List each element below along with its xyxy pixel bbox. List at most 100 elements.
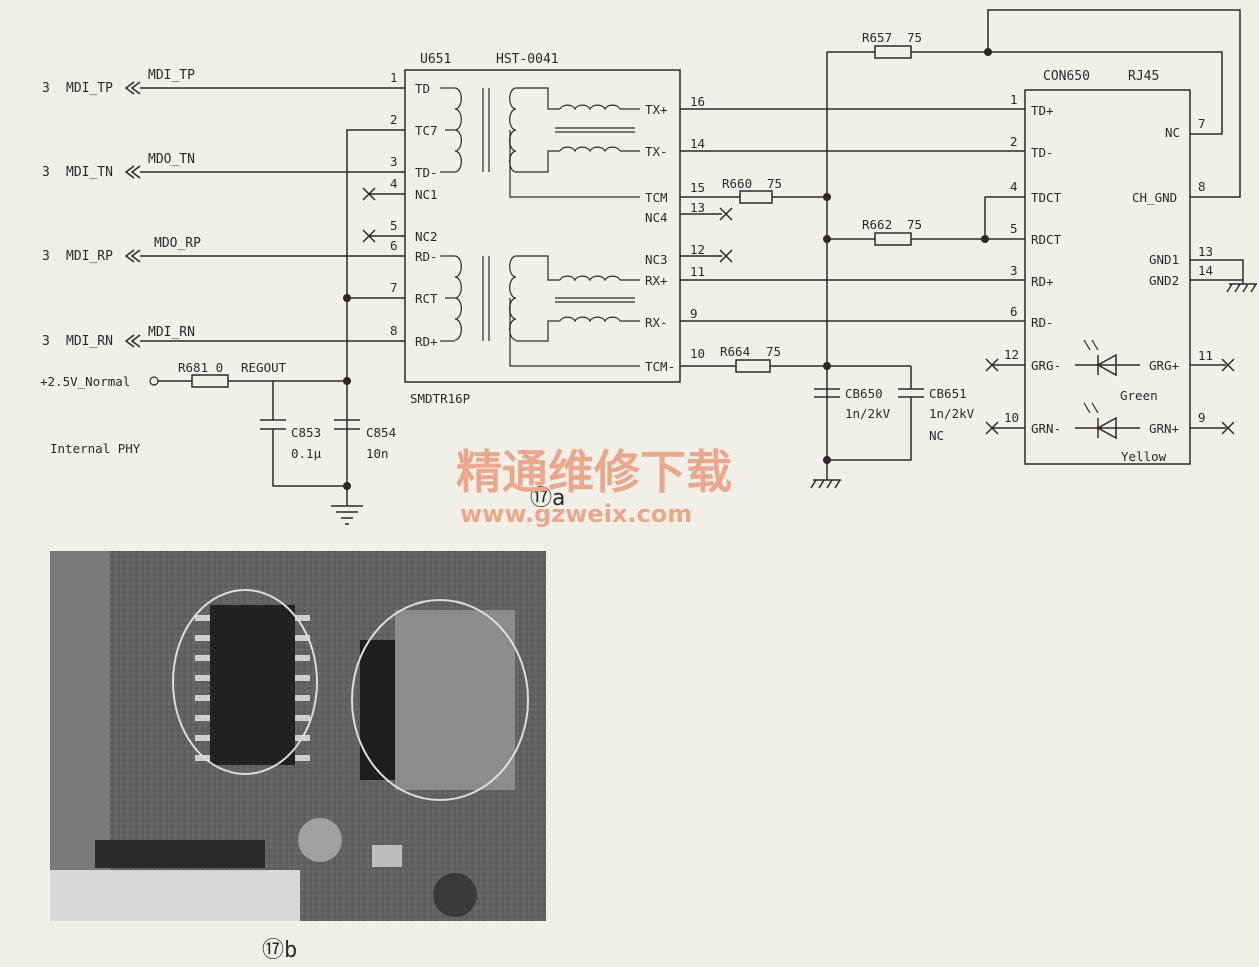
transformer-chip [210,605,295,765]
port-label: MDI_RN [66,334,113,349]
svg-text:TD-: TD- [415,165,438,180]
component-package: SMDTR16P [410,391,470,406]
port-label: MDI_RP [66,249,113,264]
yellow-led-icon [1075,402,1140,440]
figure-label-b: ⑰b [262,938,297,963]
svg-text:R660: R660 [722,176,752,191]
port-arrow-icon [124,249,141,263]
power-terminal-icon [149,376,159,386]
bias-network: C853 0.1μ C854 10n [260,129,405,525]
rj45-jack [395,610,515,790]
power-regout: +2.5V_Normal R681 0 REGOUT Internal PHY [40,360,347,456]
svg-text:1: 1 [390,70,398,85]
svg-text:8: 8 [1198,179,1206,194]
svg-text:9: 9 [1198,410,1206,425]
resistor-r660 [739,190,773,204]
net-label: MDI_RN [148,325,195,340]
svg-text:CB650: CB650 [845,386,883,401]
svg-text:11: 11 [1198,348,1213,363]
nc-pins-left [362,187,405,243]
resistor-label: R681 0 [178,360,223,375]
con650-left-pins: 1 TD+ 2 TD- 4 TDCT 5 RDCT 3 RD+ 6 RD- 12… [1004,92,1062,436]
svg-text:GRN+: GRN+ [1149,421,1179,436]
svg-text:5: 5 [390,218,398,233]
cap-ref: C853 [291,425,321,440]
resistor-r664 [735,359,771,373]
svg-text:NC2: NC2 [415,229,438,244]
left-port-tn: 3 MDI_TN MDO_TN [42,152,405,180]
svg-text:6: 6 [390,238,398,253]
svg-text:RD+: RD+ [1031,274,1054,289]
svg-text:6: 6 [1010,304,1018,319]
svg-text:16: 16 [690,94,705,109]
svg-text:NC: NC [929,428,944,443]
port-arrow-icon [124,334,141,348]
svg-text:GRG-: GRG- [1031,358,1061,373]
port-prefix: 3 [42,249,50,264]
net-label: MDI_TP [148,68,195,83]
phy-note: Internal PHY [50,441,141,456]
port-label: MDI_TP [66,81,113,96]
svg-text:GRG+: GRG+ [1149,358,1179,373]
svg-text:75: 75 [907,217,922,232]
component-part: HST-0041 [496,52,559,67]
port-arrow-icon [124,165,141,179]
svg-text:2: 2 [1010,134,1018,149]
svg-text:3: 3 [1010,263,1018,278]
svg-text:TCM: TCM [645,190,668,205]
svg-text:RD+: RD+ [415,334,438,349]
svg-text:R657: R657 [862,30,892,45]
svg-text:GND2: GND2 [1149,273,1179,288]
svg-text:RD-: RD- [415,249,438,264]
svg-text:1n/2kV: 1n/2kV [845,406,891,421]
svg-text:RDCT: RDCT [1031,232,1062,247]
svg-text:4: 4 [1010,179,1018,194]
svg-text:TD+: TD+ [1031,103,1054,118]
resistor-r657 [874,45,912,59]
svg-text:NC4: NC4 [645,210,668,225]
port-prefix: 3 [42,81,50,96]
led-label: Yellow [1121,449,1167,464]
svg-text:13: 13 [1198,244,1213,259]
power-label: +2.5V_Normal [40,374,130,389]
svg-text:RCT: RCT [415,291,438,306]
svg-text:1: 1 [1010,92,1018,107]
cap-value: 10n [366,446,389,461]
svg-text:1n/2kV: 1n/2kV [929,406,975,421]
svg-text:TCM-: TCM- [645,359,675,374]
cap-ref: C854 [366,425,396,440]
svg-text:15: 15 [690,180,705,195]
port-prefix: 3 [42,334,50,349]
left-port-tp: 3 MDI_TP MDI_TP [42,68,405,96]
svg-text:CH_GND: CH_GND [1132,190,1177,205]
figure-label-a: ⑰a [530,486,565,511]
pcb-photo [50,551,546,921]
svg-text:12: 12 [1004,347,1019,362]
svg-text:12: 12 [690,242,705,257]
svg-text:7: 7 [1198,116,1206,131]
svg-text:NC: NC [1165,125,1180,140]
port-label: MDI_TN [66,165,113,180]
svg-text:GND1: GND1 [1149,252,1179,267]
svg-text:4: 4 [390,176,398,191]
svg-text:10: 10 [690,346,705,361]
transformer-top-windings [440,87,640,198]
svg-text:TX-: TX- [645,144,668,159]
svg-text:2: 2 [390,112,398,127]
connector-con650: CON650 RJ45 1 TD+ 2 TD- 4 TDCT 5 RDCT 3 … [985,69,1257,465]
component-ref: CON650 [1043,69,1090,84]
watermark-url: www.gzweix.com [460,500,692,528]
left-port-rp: 3 MDI_RP MDO_RP [42,236,405,264]
net-label: REGOUT [241,360,287,375]
led-label: Green [1120,388,1158,403]
svg-text:CB651: CB651 [929,386,967,401]
svg-text:R664: R664 [720,344,750,359]
resistor-r662 [874,232,912,246]
svg-text:75: 75 [766,344,781,359]
port-prefix: 3 [42,165,50,180]
svg-text:9: 9 [690,306,698,321]
component-ref: U651 [420,52,451,67]
svg-text:RD-: RD- [1031,315,1054,330]
svg-text:14: 14 [690,136,705,151]
